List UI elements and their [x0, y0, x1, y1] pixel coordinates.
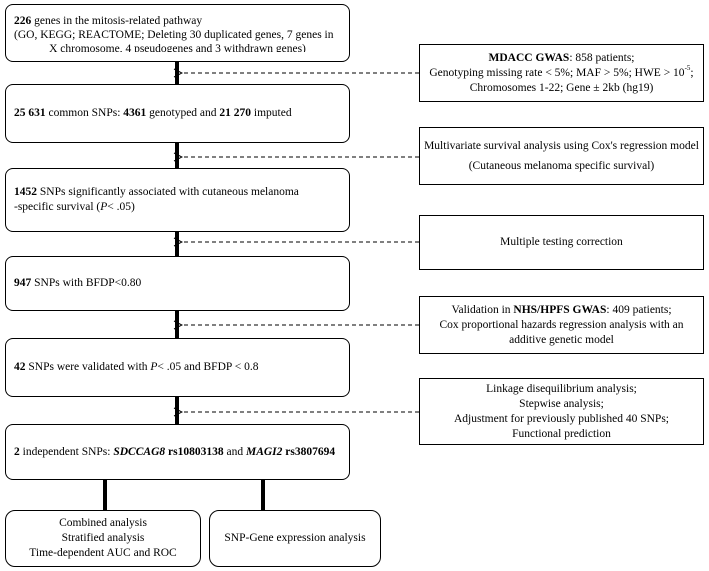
side-box-ld-line-2: Stepwise analysis;	[519, 397, 604, 410]
side-box-validation-line-1: Validation in NHS/HPFS GWAS: 409 patient…	[424, 303, 699, 318]
step-3-p: P	[100, 201, 108, 213]
side-box-validation-line-3: additive genetic model	[509, 333, 614, 346]
step-3-line-2: -specific survival (P< .05)	[14, 200, 341, 215]
output-combined-line-1: Combined analysis	[59, 517, 147, 529]
step-1-detail-1: (GO, KEGG; REACTOME; Deleting 30 duplica…	[14, 29, 334, 41]
step-1-count: 226	[14, 15, 32, 27]
step-1-text: genes in the mitosis-related pathway	[31, 15, 203, 27]
side-box-mdacc: MDACC GWAS: 858 patients; Genotyping mis…	[419, 44, 704, 102]
side-box-mdacc-line-2-end: ;	[690, 66, 694, 79]
side-box-validation-pre: Validation in	[451, 303, 514, 316]
side-box-mdacc-line-3: Chromosomes 1-22; Gene ± 2kb (hg19)	[469, 81, 654, 94]
output-combined-line-3: Time-dependent AUC and ROC	[29, 547, 177, 559]
step-5-p: P	[150, 361, 158, 373]
step-1-box: 226 genes in the mitosis-related pathway…	[5, 4, 350, 62]
step-6-gene-1: SDCCAG8	[113, 445, 166, 458]
side-box-mdacc-line-1: MDACC GWAS: 858 patients;	[424, 51, 699, 66]
side-box-cox: Multivariate survival analysis using Cox…	[419, 127, 704, 185]
side-box-ld: Linkage disequilibrium analysis; Stepwis…	[419, 378, 704, 445]
side-box-multiple-testing-line-1: Multiple testing correction	[500, 236, 623, 248]
side-box-mdacc-line-2: Genotyping missing rate < 5%; MAF > 5%; …	[424, 63, 699, 81]
side-box-ld-line-3: Adjustment for previously published 40 S…	[454, 412, 669, 425]
step-6-rs-2: rs3807694	[282, 445, 336, 458]
step-3-text-1: SNPs significantly associated with cutan…	[37, 186, 299, 198]
step-3-text-2a: -specific survival (	[14, 201, 101, 213]
side-box-validation-line-2: Cox proportional hazards regression anal…	[439, 318, 684, 331]
side-box-mdacc-title: MDACC GWAS	[488, 51, 570, 64]
step-3-line-1: 1452 SNPs significantly associated with …	[14, 185, 341, 200]
step-6-count: 2	[14, 445, 20, 458]
step-5-box: 42 SNPs were validated with P< .05 and B…	[5, 338, 350, 397]
step-5-text-2: < .05 and BFDP < 0.8	[157, 361, 259, 373]
step-4-text: 947 SNPs with BFDP<0.80	[14, 276, 341, 291]
step-6-text-1: independent SNPs:	[19, 445, 114, 458]
step-2-text-1: common SNPs:	[45, 107, 124, 119]
step-5-count: 42	[14, 361, 26, 373]
step-6-box: 2 independent SNPs: SDCCAG8 rs10803138 a…	[5, 424, 350, 480]
step-4-count: 947	[14, 277, 32, 289]
dashed-arrows	[182, 73, 419, 412]
step-1-detail-2: X chromosome, 4 pseudogenes and 3 withdr…	[49, 43, 306, 52]
step-3-text-2b: < .05)	[107, 201, 135, 213]
side-box-ld-line-1: Linkage disequilibrium analysis;	[486, 382, 637, 395]
step-4-text-1: SNPs with BFDP<0.80	[31, 277, 142, 289]
side-box-cox-line-2: (Cutaneous melanoma specific survival)	[468, 160, 655, 172]
side-box-cox-line-1: Multivariate survival analysis using Cox…	[424, 140, 699, 152]
step-6-text-2: and	[223, 445, 246, 458]
step-3-count: 1452	[14, 186, 37, 198]
step-2-count-common: 25 631	[14, 107, 46, 119]
side-box-validation-patients: : 409 patients;	[606, 303, 672, 316]
side-box-mdacc-patients: : 858 patients;	[569, 51, 635, 64]
side-box-mdacc-line-2-sup: -5	[684, 63, 691, 72]
side-box-validation-title: NHS/HPFS GWAS	[513, 303, 607, 316]
step-6-rs-1: rs10803138	[165, 445, 224, 458]
step-6-gene-2: MAGI2	[245, 445, 283, 458]
step-2-text-3: imputed	[251, 107, 292, 119]
output-expression-box: SNP-Gene expression analysis	[209, 510, 381, 567]
step-1-line-1: 226 genes in the mitosis-related pathway	[14, 14, 341, 28]
step-2-count-genotyped: 4361	[123, 107, 147, 119]
step-2-box: 25 631 common SNPs: 4361 genotyped and 2…	[5, 84, 350, 143]
side-box-ld-line-4: Functional prediction	[512, 427, 611, 440]
step-5-text-1: SNPs were validated with	[25, 361, 151, 373]
output-combined-box: Combined analysis Stratified analysis Ti…	[5, 510, 201, 567]
step-3-box: 1452 SNPs significantly associated with …	[5, 168, 350, 232]
side-box-mdacc-line-2-text: Genotyping missing rate < 5%; MAF > 5%; …	[429, 66, 685, 79]
side-box-validation: Validation in NHS/HPFS GWAS: 409 patient…	[419, 296, 704, 354]
step-6-text: 2 independent SNPs: SDCCAG8 rs10803138 a…	[14, 445, 341, 460]
output-expression-line-1: SNP-Gene expression analysis	[224, 532, 366, 544]
step-4-box: 947 SNPs with BFDP<0.80	[5, 256, 350, 311]
side-box-multiple-testing: Multiple testing correction	[419, 215, 704, 270]
step-2-count-imputed: 21 270	[219, 107, 252, 119]
step-2-text-2: genotyped and	[146, 107, 220, 119]
step-5-text: 42 SNPs were validated with P< .05 and B…	[14, 360, 341, 375]
step-2-text: 25 631 common SNPs: 4361 genotyped and 2…	[14, 106, 341, 121]
output-combined-line-2: Stratified analysis	[61, 532, 145, 544]
